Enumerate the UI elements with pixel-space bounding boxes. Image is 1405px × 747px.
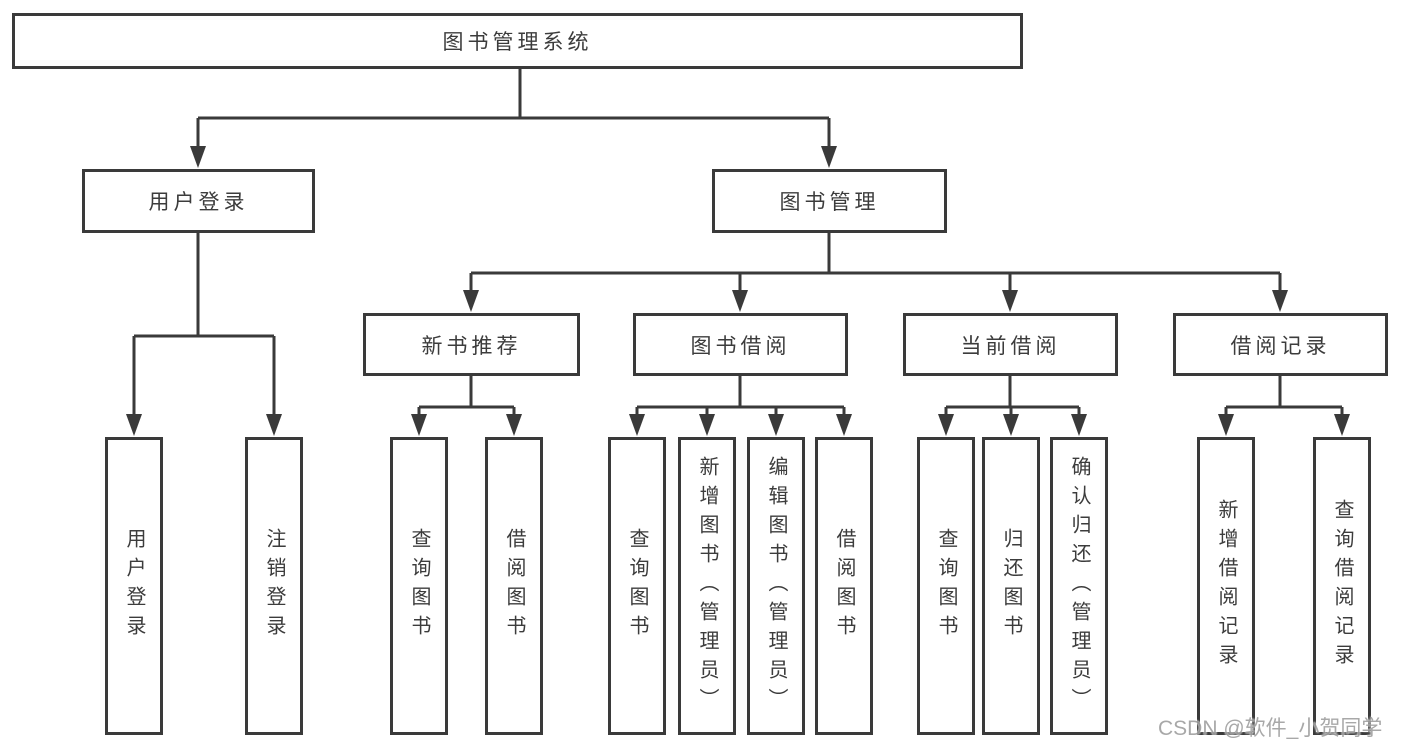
leaf-nb-query-books-label: 查询图书 [408,528,430,644]
node-user-login: 用户登录 [82,169,315,233]
leaf-bb-edit-books-admin: 编辑图书（管理员） [747,437,805,735]
leaf-cb-return-books-label: 归还图书 [1000,528,1022,644]
leaf-cb-confirm-return-admin-label: 确认归还（管理员） [1068,455,1090,717]
node-root: 图书管理系统 [12,13,1023,69]
leaf-bb-borrow-books-label: 借阅图书 [833,528,855,644]
node-current-borrow: 当前借阅 [903,313,1118,376]
leaf-cb-query-books: 查询图书 [917,437,975,735]
leaf-bb-add-books-admin: 新增图书（管理员） [678,437,736,735]
leaf-bb-add-books-admin-label: 新增图书（管理员） [696,455,718,717]
leaf-br-query-record: 查询借阅记录 [1313,437,1371,735]
leaf-nb-borrow-books-label: 借阅图书 [503,528,525,644]
watermark: CSDN @软件_小贺同学 [1158,717,1383,740]
leaf-logout: 注销登录 [245,437,303,735]
leaf-bb-query-books: 查询图书 [608,437,666,735]
node-root-label: 图书管理系统 [442,31,593,54]
leaf-br-query-record-label: 查询借阅记录 [1331,499,1353,673]
leaf-br-add-record: 新增借阅记录 [1197,437,1255,735]
node-book-management-label: 图书管理 [779,191,880,214]
leaf-br-add-record-label: 新增借阅记录 [1215,499,1237,673]
node-book-management: 图书管理 [712,169,947,233]
leaf-bb-edit-books-admin-label: 编辑图书（管理员） [765,455,787,717]
leaf-user-login: 用户登录 [105,437,163,735]
leaf-nb-borrow-books: 借阅图书 [485,437,543,735]
node-new-book-recommend: 新书推荐 [363,313,580,376]
leaf-user-login-label: 用户登录 [123,528,145,644]
leaf-bb-query-books-label: 查询图书 [626,528,648,644]
node-user-login-label: 用户登录 [148,191,249,214]
leaf-cb-return-books: 归还图书 [982,437,1040,735]
node-book-borrow: 图书借阅 [633,313,848,376]
node-current-borrow-label: 当前借阅 [960,334,1061,358]
node-book-borrow-label: 图书借阅 [690,334,791,358]
leaf-bb-borrow-books: 借阅图书 [815,437,873,735]
node-new-book-recommend-label: 新书推荐 [421,334,522,358]
leaf-logout-label: 注销登录 [263,528,285,644]
leaf-nb-query-books: 查询图书 [390,437,448,735]
node-borrow-records: 借阅记录 [1173,313,1388,376]
leaf-cb-confirm-return-admin: 确认归还（管理员） [1050,437,1108,735]
node-borrow-records-label: 借阅记录 [1230,334,1331,358]
leaf-cb-query-books-label: 查询图书 [935,528,957,644]
